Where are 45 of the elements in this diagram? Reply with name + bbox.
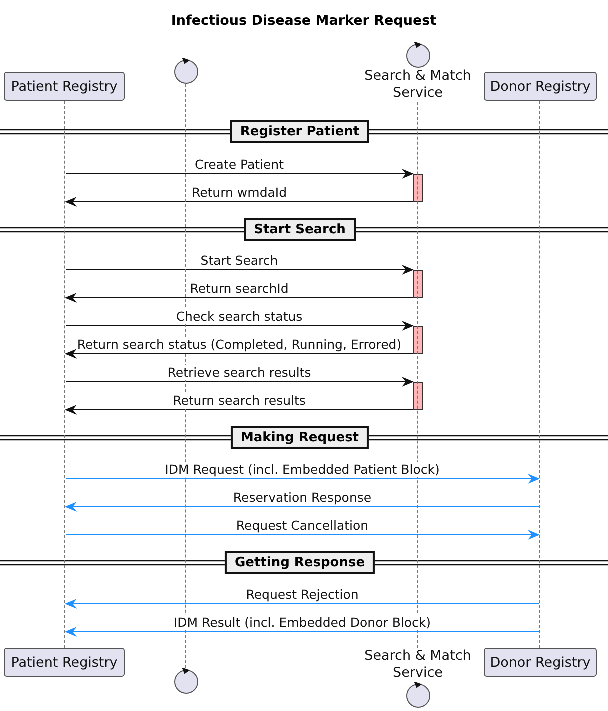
edge-label: Return wmdaId bbox=[190, 185, 288, 200]
edge-label: Check search status bbox=[175, 309, 304, 324]
edge-label: Return search status (Completed, Running, Errored) bbox=[76, 337, 403, 352]
participant-box: Patient Registry bbox=[4, 72, 125, 101]
participant-box: Patient Registry bbox=[4, 648, 125, 677]
message-arrow bbox=[65, 502, 540, 512]
edge-label: IDM Result (incl. Embedded Donor Block) bbox=[172, 615, 432, 630]
control-icon bbox=[174, 58, 199, 84]
participant-label: Search & Match Service bbox=[364, 648, 472, 682]
lifeline bbox=[64, 101, 66, 648]
control-icon bbox=[174, 668, 199, 694]
message-arrow bbox=[65, 405, 414, 415]
message-arrow bbox=[66, 169, 414, 179]
edge-label: Reservation Response bbox=[232, 490, 373, 505]
message-arrow bbox=[66, 377, 414, 387]
edge-label: Start Search bbox=[200, 253, 280, 268]
participant-box: Donor Registry bbox=[484, 648, 597, 677]
section-divider-label: Start Search bbox=[244, 218, 356, 242]
activation-bar bbox=[413, 382, 423, 410]
message-arrow bbox=[65, 349, 414, 359]
message-arrow bbox=[66, 474, 540, 484]
edge-label: Retrieve search results bbox=[166, 365, 312, 380]
edge-label: Request Rejection bbox=[245, 587, 360, 602]
section-divider-label: Getting Response bbox=[224, 552, 376, 574]
participant-box: Donor Registry bbox=[484, 72, 597, 101]
edge-label: Request Cancellation bbox=[235, 518, 370, 533]
edge-label: Return searchId bbox=[189, 281, 290, 296]
diagram-title: Infectious Disease Marker Request bbox=[170, 13, 438, 29]
message-arrow bbox=[66, 321, 414, 331]
activation-bar bbox=[413, 326, 423, 354]
message-arrow bbox=[65, 293, 414, 303]
section-divider-label: Register Patient bbox=[230, 120, 370, 144]
lifeline bbox=[539, 101, 541, 648]
section-divider-label: Making Request bbox=[230, 426, 370, 450]
edge-label: IDM Request (incl. Embedded Patient Block) bbox=[164, 462, 441, 477]
edge-label: Create Patient bbox=[194, 157, 286, 172]
message-arrow bbox=[65, 599, 540, 609]
activation-bar bbox=[413, 174, 423, 202]
activation-bar bbox=[413, 270, 423, 298]
message-arrow bbox=[65, 197, 414, 207]
message-arrow bbox=[66, 265, 414, 275]
edge-label: Return search results bbox=[172, 393, 307, 408]
message-arrow bbox=[65, 627, 540, 637]
participant-label: Search & Match Service bbox=[364, 68, 472, 102]
message-arrow bbox=[66, 530, 540, 540]
